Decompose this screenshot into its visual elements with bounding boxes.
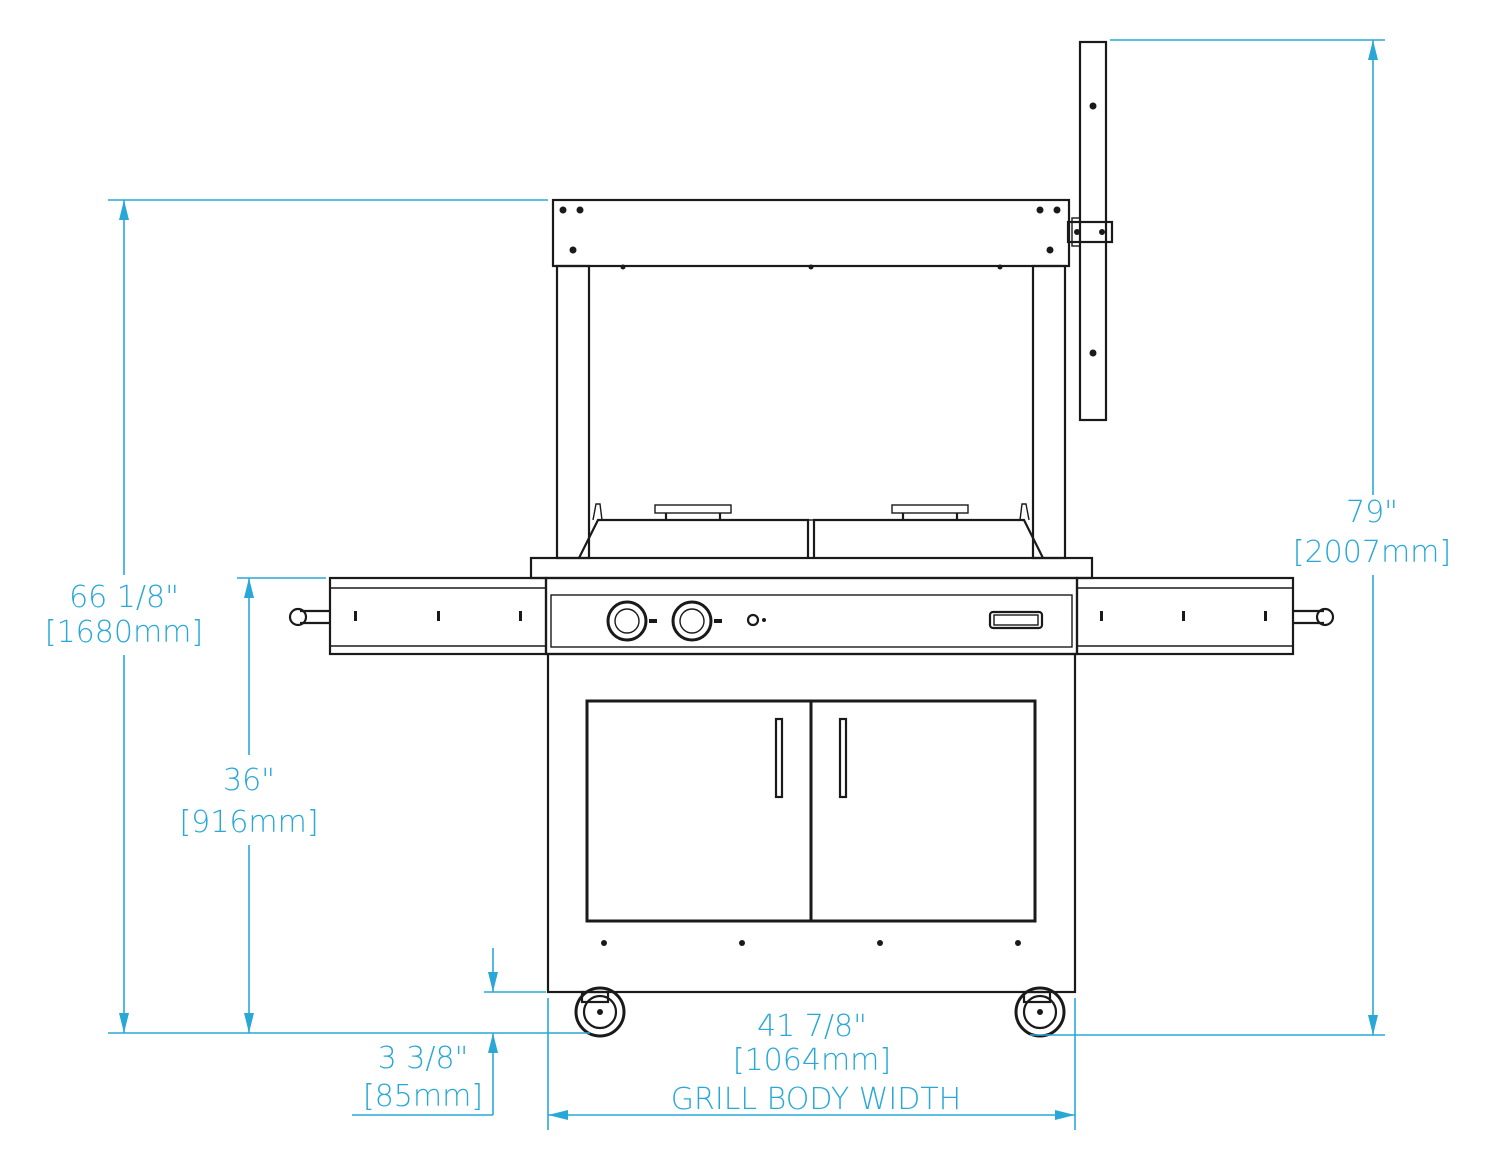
body-width-imperial: 41 7/8" bbox=[757, 1009, 867, 1044]
caster-height-metric: [85mm] bbox=[363, 1079, 483, 1114]
overall-height-metric: [2007mm] bbox=[1293, 535, 1451, 570]
dimension-body-width: 41 7/8" [1064mm] GRILL BODY WIDTH bbox=[547, 998, 1076, 1130]
grill-drawing bbox=[288, 40, 1335, 1038]
dimension-frame-height: 66 1/8" [1680mm] bbox=[45, 199, 590, 1034]
dimension-overall-height: 79" [2007mm] bbox=[1030, 39, 1451, 1036]
counter-height-imperial: 36" bbox=[223, 763, 275, 798]
overall-height-imperial: 79" bbox=[1346, 495, 1398, 530]
frame-height-metric: [1680mm] bbox=[45, 615, 203, 650]
control-panel bbox=[544, 576, 1079, 656]
casters bbox=[574, 986, 1066, 1038]
body-width-metric: [1064mm] bbox=[733, 1043, 891, 1078]
grill-hood bbox=[578, 503, 1044, 559]
canopy-posts bbox=[555, 264, 1067, 560]
cooktop-rim bbox=[529, 556, 1094, 580]
caster-height-imperial: 3 3/8" bbox=[378, 1041, 469, 1076]
frame-height-imperial: 66 1/8" bbox=[69, 580, 179, 615]
dimension-lines: 79" [2007mm] 66 1/8" [1680mm] 36" [916mm… bbox=[45, 39, 1451, 1130]
dimension-counter-height: 36" [916mm] bbox=[179, 577, 326, 1033]
canopy-beam bbox=[551, 198, 1071, 270]
body-width-caption: GRILL BODY WIDTH bbox=[671, 1082, 961, 1117]
dimension-caster-height: 3 3/8" [85mm] bbox=[352, 948, 546, 1116]
right-side-shelf bbox=[1075, 576, 1335, 656]
vertical-post bbox=[1066, 40, 1114, 422]
cabinet-body bbox=[546, 652, 1077, 994]
left-side-shelf bbox=[288, 576, 548, 656]
counter-height-metric: [916mm] bbox=[179, 805, 318, 840]
